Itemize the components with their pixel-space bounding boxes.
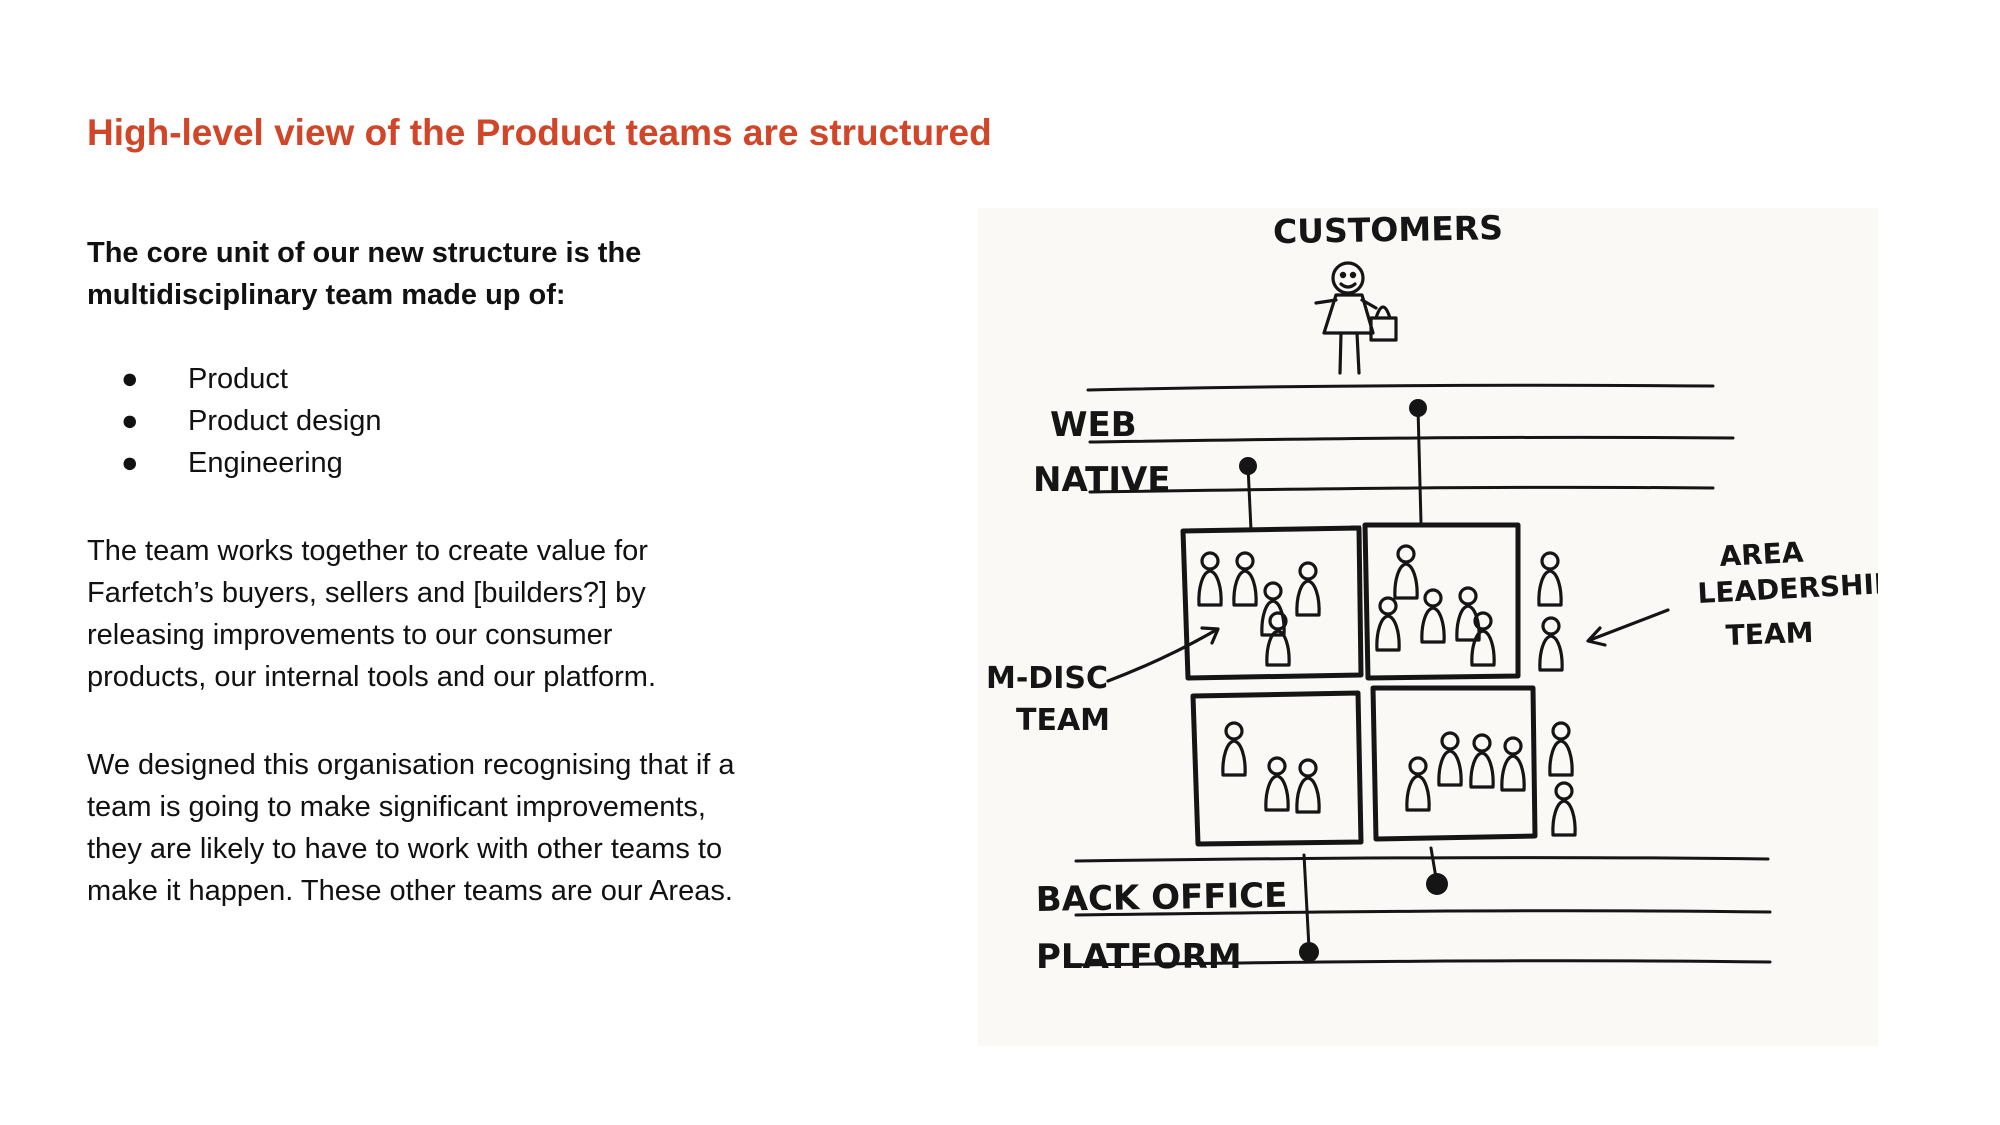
channel-lines	[1086, 383, 1735, 494]
bullet-icon: ●	[121, 363, 139, 395]
platform-lines	[1074, 856, 1772, 967]
pin-icon	[1409, 399, 1427, 417]
sketch-drawing: CUSTOMERS WEB NATIVE	[986, 208, 1878, 977]
customer-figure	[1314, 261, 1398, 375]
paragraph-team-value: The team works together to create value …	[87, 535, 657, 693]
back-office-label: BACK OFFICE	[1035, 876, 1287, 920]
intro-text: The core unit of our new structure is th…	[87, 237, 642, 311]
body-text: The core unit of our new structure is th…	[87, 232, 737, 912]
arrow-icons	[1106, 608, 1670, 683]
discipline-list: ● Product ● Product design ● Engineering	[87, 358, 737, 484]
pin-icon	[1426, 873, 1448, 895]
pin-icon	[1299, 942, 1319, 962]
area-leadership-label-line-1: AREA	[1719, 536, 1805, 573]
web-label: WEB	[1050, 405, 1137, 445]
m-disc-label-line-2: TEAM	[1016, 703, 1110, 738]
platform-label: PLATFORM	[1036, 937, 1242, 977]
pin-icon	[1239, 457, 1257, 475]
area-leadership-label-line-3: TEAM	[1725, 616, 1814, 652]
m-disc-label-line-1: M-DISC	[986, 661, 1108, 696]
list-item: ● Product	[87, 358, 737, 400]
list-item-label: Engineering	[188, 447, 343, 479]
area-leadership-icons	[1537, 551, 1577, 837]
team-boxes	[1180, 522, 1538, 847]
list-item: ● Product design	[87, 400, 737, 442]
bullet-icon: ●	[121, 447, 139, 479]
native-label: NATIVE	[1033, 460, 1171, 500]
area-leadership-label-line-2: LEADERSHIP	[1697, 567, 1878, 610]
customers-label: CUSTOMERS	[1273, 208, 1504, 251]
list-item-label: Product design	[188, 405, 382, 437]
bullet-icon: ●	[121, 405, 139, 437]
list-item: ● Engineering	[87, 442, 737, 484]
list-item-label: Product	[188, 363, 288, 395]
paragraph-areas: We designed this organisation recognisin…	[87, 749, 735, 907]
org-structure-sketch: CUSTOMERS WEB NATIVE	[978, 208, 1878, 1046]
page-title: High-level view of the Product teams are…	[87, 112, 992, 153]
